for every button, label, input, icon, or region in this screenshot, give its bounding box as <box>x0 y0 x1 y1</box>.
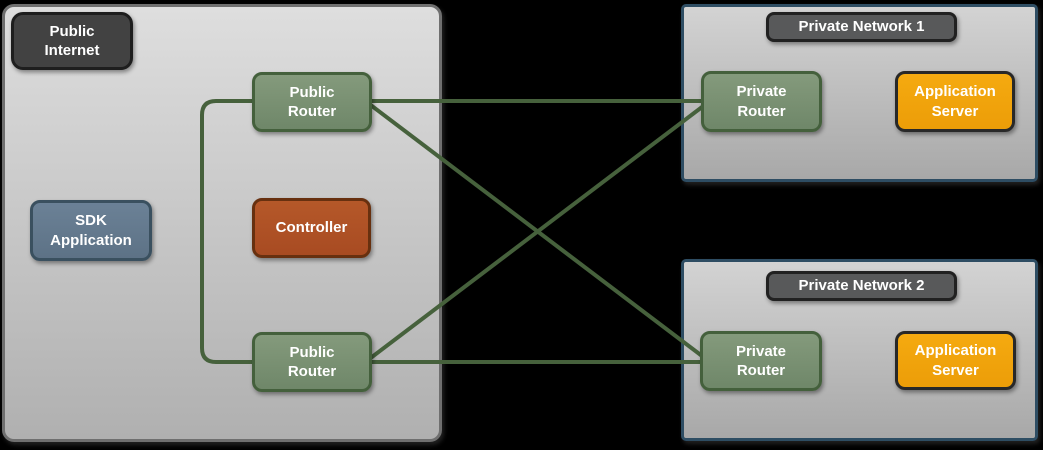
node-private-router-1: Private Router <box>701 71 822 132</box>
node-controller: Controller <box>252 198 371 258</box>
node-public-router-bottom: Public Router <box>252 332 372 392</box>
node-application-server-1: Application Server <box>895 71 1015 132</box>
node-application-server-2: Application Server <box>895 331 1016 390</box>
node-sdk-application: SDK Application <box>30 200 152 261</box>
private-network-2-title-badge: Private Network 2 <box>766 271 957 301</box>
public-internet-label-badge: Public Internet <box>11 12 133 70</box>
node-public-router-top: Public Router <box>252 72 372 132</box>
private-network-1-title-badge: Private Network 1 <box>766 12 957 42</box>
node-private-router-2: Private Router <box>700 331 822 391</box>
